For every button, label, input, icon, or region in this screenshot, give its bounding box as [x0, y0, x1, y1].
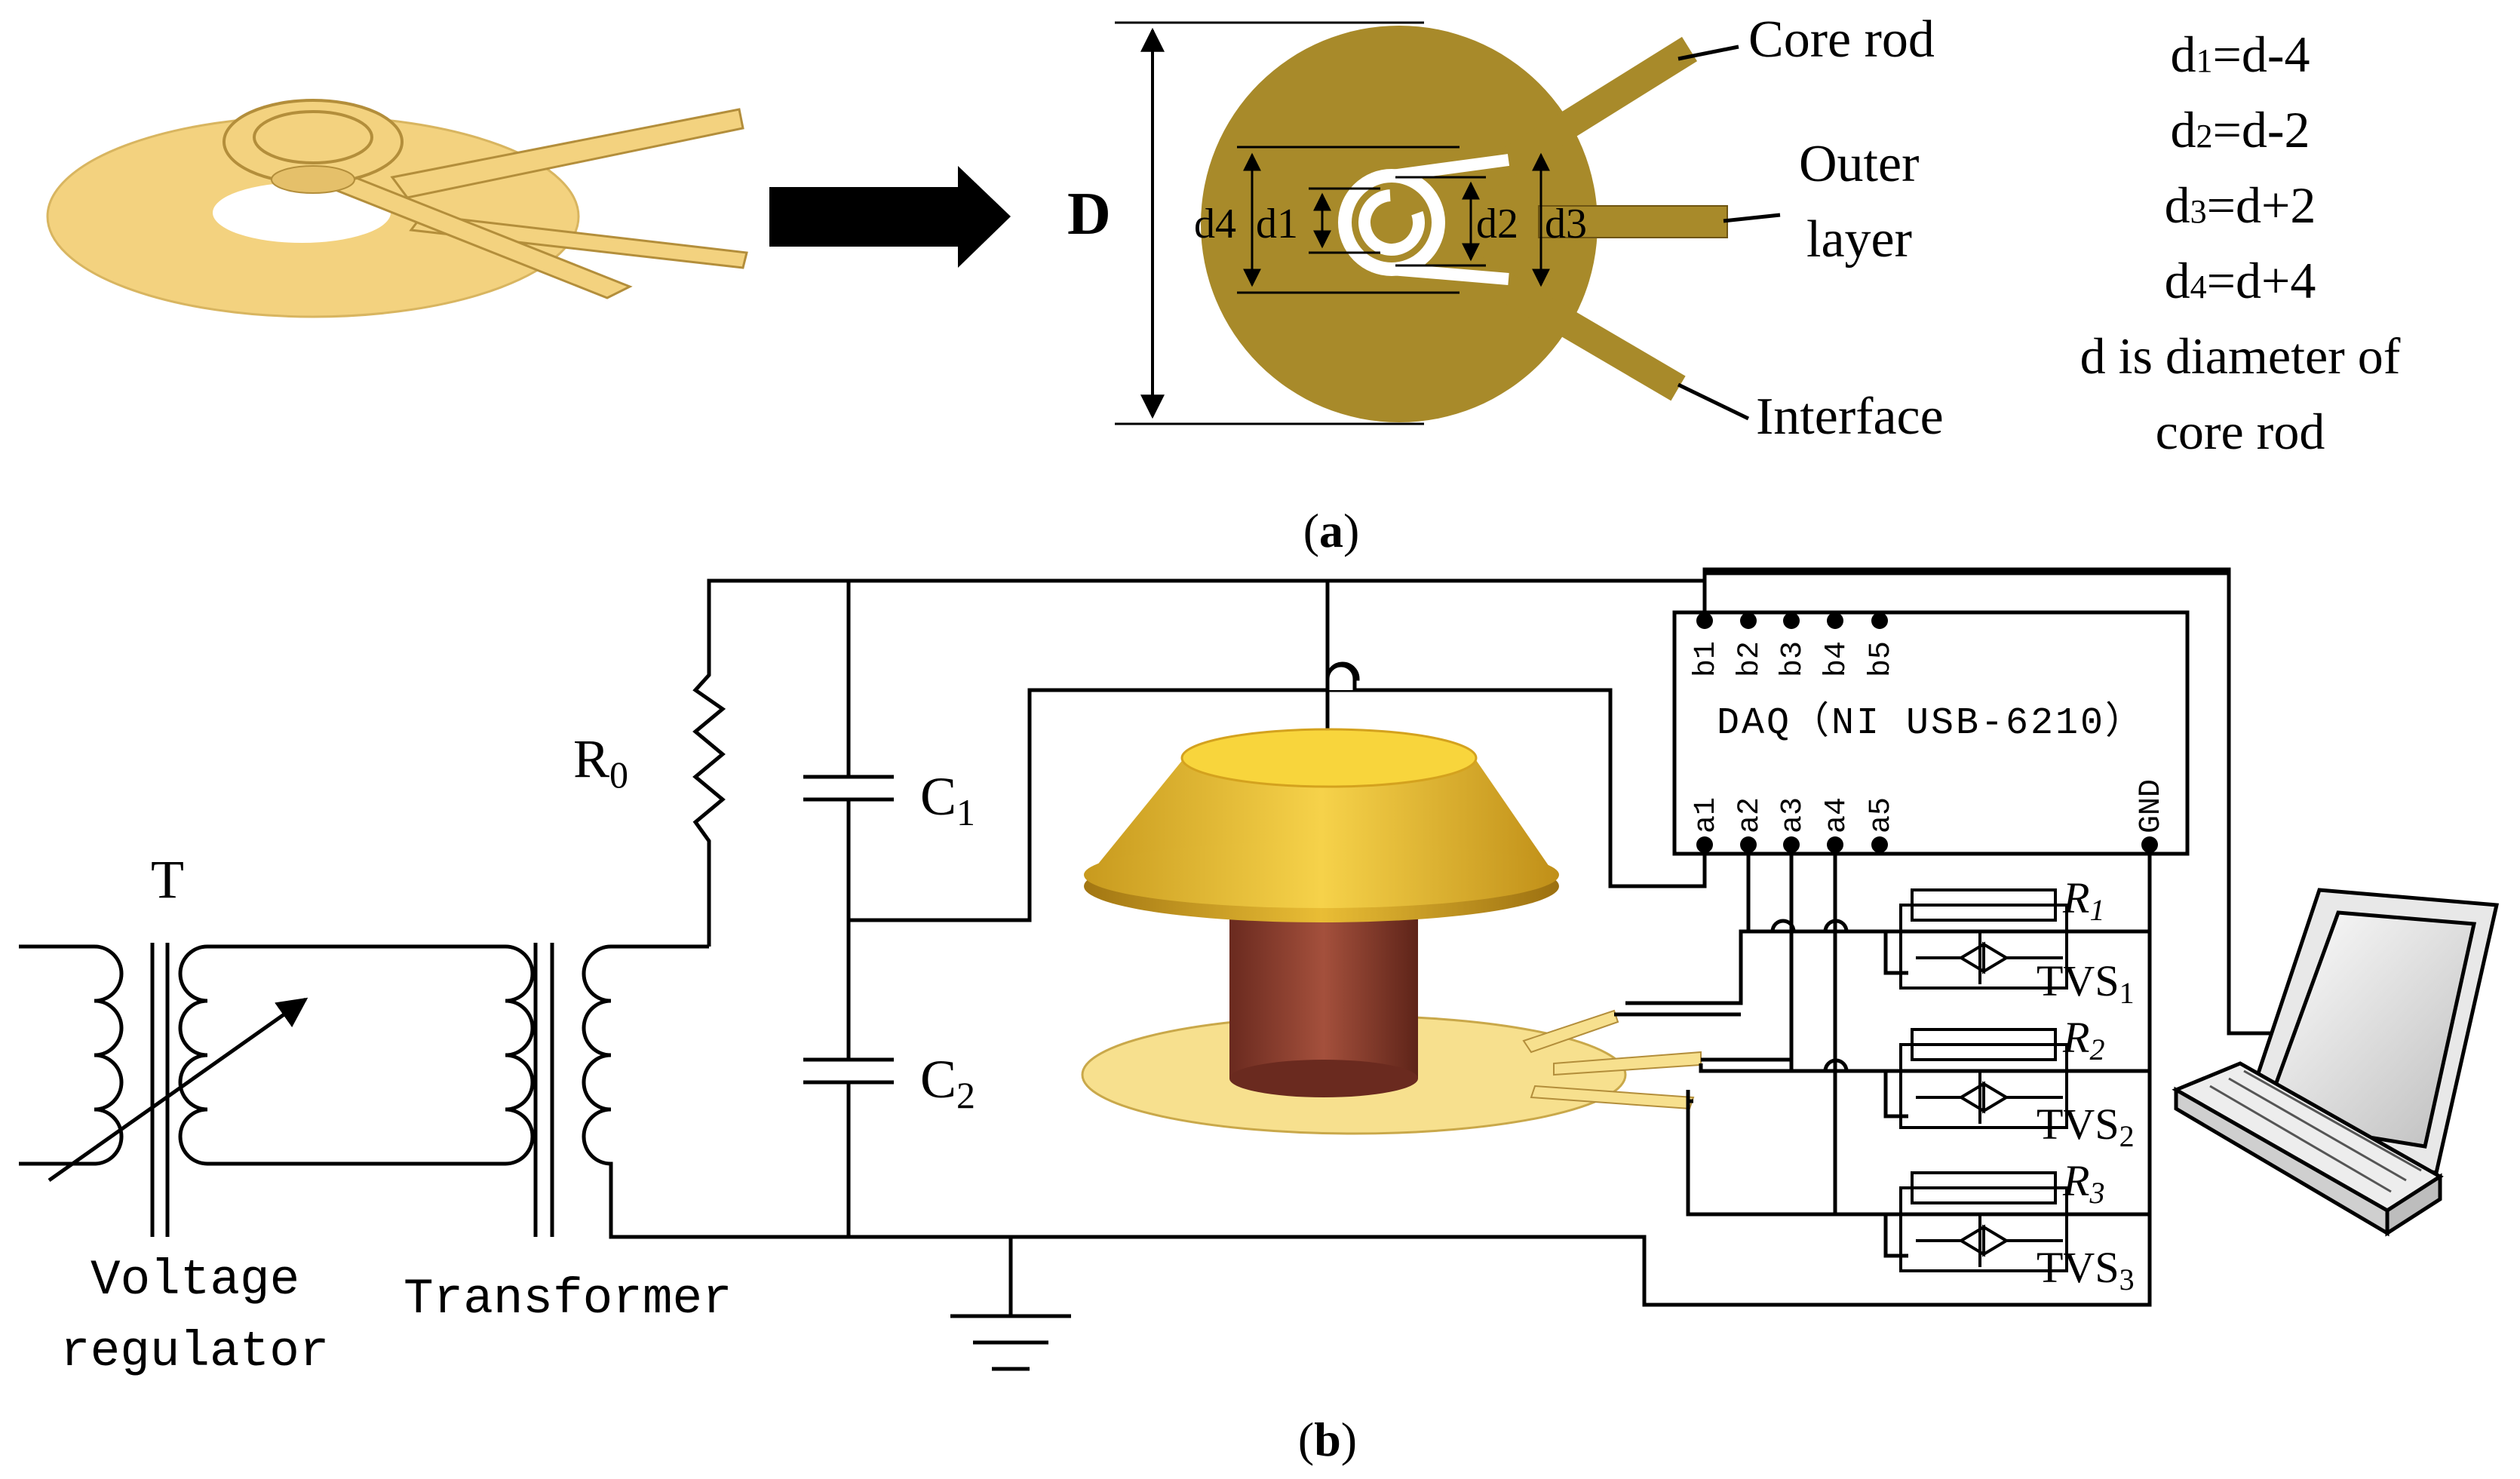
label-d2: d2: [1476, 201, 1518, 247]
note-line-1: d is diameter of: [2080, 327, 2401, 385]
leader-lines: [1677, 44, 1781, 421]
label-interface: Interface: [1756, 388, 1944, 446]
equation-d1: d1=d-4: [2171, 26, 2310, 83]
label-d3: d3: [1545, 201, 1587, 247]
daq-box: DAQ（NI USB-6210） b1 b2 b3 b4 b5: [1672, 610, 2190, 856]
caption-a: (a): [1303, 504, 1360, 557]
label-R1: R1: [2062, 873, 2104, 927]
sensor-perspective-view: [46, 99, 748, 318]
label-T: T: [151, 849, 184, 910]
label-outer-layer-1: Outer: [1799, 135, 1919, 193]
label-d4: d4: [1194, 201, 1236, 247]
caption-b: (b): [1298, 1413, 1357, 1466]
pin-b1: b1: [1690, 641, 1723, 677]
note-line-2: core rod: [2156, 403, 2325, 460]
pin-a3: a3: [1776, 797, 1810, 833]
pin-b4: b4: [1820, 641, 1854, 677]
daq-title: DAQ（NI USB-6210）: [1717, 701, 2145, 745]
label-core-rod: Core rod: [1748, 11, 1935, 69]
wire-to-laptop: [1702, 567, 2270, 1036]
label-C1: C1: [920, 766, 975, 833]
panel-a: D d4 d1 d2 d: [46, 11, 2401, 557]
label-R2: R2: [2062, 1013, 2104, 1066]
crossover-arc: [1325, 663, 1357, 690]
laptop-icon: [2172, 888, 2500, 1237]
equation-list: d1=d-4 d2=d-2 d3=d+2 d4=d+4 d is diamete…: [2080, 26, 2401, 460]
label-TVS3: TVS3: [2037, 1243, 2135, 1296]
equation-d3: d3=d+2: [2165, 176, 2316, 234]
pin-b3: b3: [1776, 641, 1810, 677]
r1-tvs1-block: [1899, 888, 2068, 990]
label-R3: R3: [2062, 1156, 2104, 1210]
label-TVS2: TVS2: [2037, 1100, 2135, 1153]
electrode-leads: [1614, 1012, 1791, 1103]
pin-a5: a5: [1865, 797, 1898, 833]
equation-d4: d4=d+4: [2165, 252, 2316, 309]
inner-dimension-lines: [1237, 146, 1550, 294]
panel-b: DAQ（NI USB-6210） b1 b2 b3 b4 b5: [19, 567, 2500, 1466]
pin-b2: b2: [1733, 641, 1767, 677]
label-outer-layer-2: layer: [1806, 210, 1912, 268]
label-transformer: Transformer: [404, 1271, 732, 1327]
pin-a4: a4: [1820, 797, 1854, 833]
dimension-D: [1115, 21, 1424, 425]
transform-arrow: [769, 166, 1011, 268]
daq-a-pins: a1 a2 a3 a4 a5 GND: [1690, 779, 2169, 853]
pin-gnd: GND: [2135, 779, 2169, 833]
label-C2: C2: [920, 1049, 975, 1116]
pin-b5: b5: [1865, 641, 1898, 677]
label-R0: R0: [573, 729, 628, 796]
daq-b-pins: b1 b2 b3 b4 b5: [1690, 612, 1898, 677]
equation-d2: d2=d-2: [2171, 101, 2310, 158]
measurement-network: [1625, 845, 2150, 1258]
r3-tvs3-block: [1899, 1171, 2068, 1272]
label-voltage-regulator-1: Voltage: [91, 1252, 299, 1309]
pin-a1: a1: [1690, 797, 1723, 833]
label-voltage-regulator-2: regulator: [60, 1324, 329, 1380]
label-D: D: [1067, 181, 1111, 247]
pin-a2: a2: [1733, 797, 1767, 833]
sensor-3d-model: [1081, 728, 1702, 1135]
r2-tvs2-block: [1899, 1028, 2068, 1129]
label-d1: d1: [1256, 201, 1298, 247]
label-TVS1: TVS1: [2037, 956, 2135, 1010]
